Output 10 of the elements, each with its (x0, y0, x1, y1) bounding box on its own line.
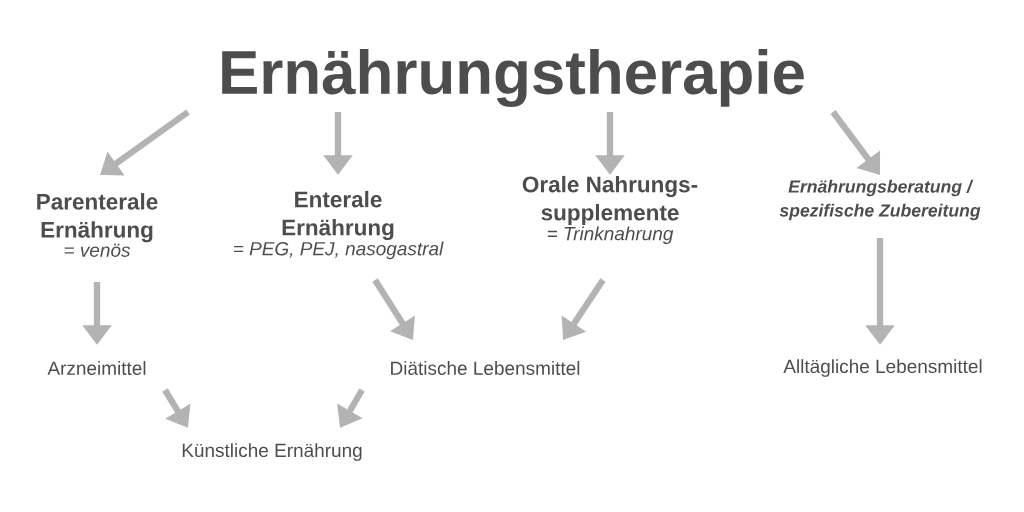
title-text: Ernährungstherapie (222, 49, 804, 107)
arrow (830, 110, 881, 175)
therapy-label: Orale Nahrungs- supplemente = Trinknahrung (522, 175, 698, 245)
category-label: Künstliche Ernährung (182, 443, 362, 461)
category-label: Diätische Lebensmittel (391, 361, 580, 375)
category-label: Arzneimittel (47, 361, 146, 375)
therapy-label: Ernährungsberatung / spezifische Zubereitung (779, 179, 981, 221)
therapy-label: Enterale Ernährung = PEG, PEJ, nasogastral (233, 190, 444, 260)
category-label: Alltägliche Lebensmittel (783, 359, 982, 377)
therapy-label: Parenterale Ernährung = venös (37, 193, 158, 257)
